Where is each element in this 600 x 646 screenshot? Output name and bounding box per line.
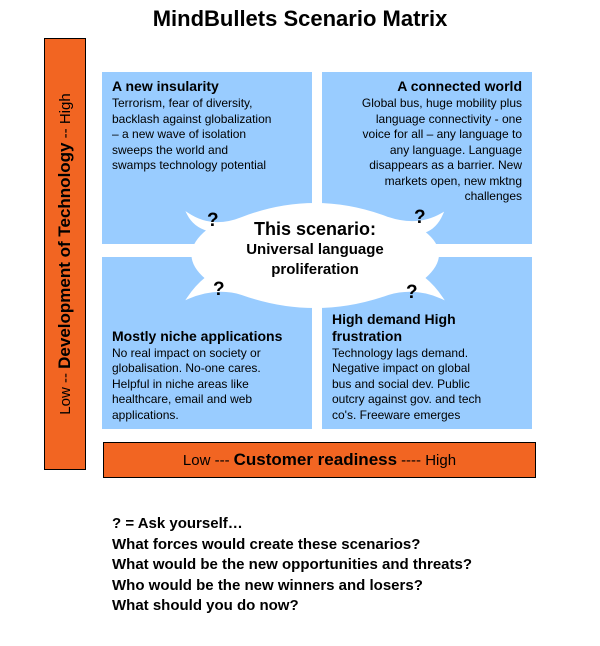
quadrant-heading: A connected world — [397, 78, 522, 94]
question-item: What forces would create these scenarios… — [112, 535, 421, 553]
page-title: MindBullets Scenario Matrix — [152, 6, 448, 31]
quadrant-line: markets open, new mktng — [384, 173, 522, 188]
quadrant-body: No real impact on society or globalisati… — [112, 346, 302, 424]
question-mark-icon: ? — [213, 279, 225, 300]
customer-readiness-axis-bar: Low ---Customer readiness---- High — [103, 442, 536, 478]
quadrant-line: challenges — [464, 189, 522, 203]
quadrant-top-left: A new insularity Terrorism, fear of dive… — [102, 72, 312, 244]
technology-axis-title: Development of Technology — [55, 142, 74, 369]
quadrant-line: healthcare, email and web — [112, 392, 253, 406]
quadrant-line: language connectivity - one — [375, 111, 522, 126]
scenario-cloud-shape — [185, 203, 445, 308]
quadrant-line: globalisation. No-one cares. — [112, 361, 261, 375]
quadrant-body: Technology lags demand. Negative impact … — [332, 346, 522, 424]
technology-axis-high: High — [57, 93, 74, 125]
quadrant-line: backlash against globalization — [112, 111, 272, 126]
quadrant-line: Negative impact on global — [332, 361, 471, 375]
customer-axis-title: Customer readiness — [233, 450, 398, 469]
scenario-label: This scenario: Universal language prolif… — [178, 218, 452, 280]
quadrant-heading: A new insularity — [112, 78, 219, 94]
quadrant-line: applications. — [112, 407, 179, 422]
quadrant-heading: High demand High frustration — [332, 311, 522, 345]
reflection-questions: ? = Ask yourself… What forces would crea… — [112, 514, 472, 617]
quadrant-line: any language. Language — [389, 142, 522, 157]
quadrant-line: Global bus, huge mobility plus — [361, 96, 522, 110]
technology-axis-low: Low — [57, 387, 74, 415]
customer-axis-low: Low — [182, 451, 211, 469]
quadrant-line: voice for all – any language to — [362, 127, 522, 141]
question-item: Who would be the new winners and losers? — [112, 576, 423, 594]
quadrant-line: – a new wave of isolation — [112, 127, 247, 141]
quadrant-heading-line: frustration — [332, 327, 402, 344]
quadrant-heading: Mostly niche applications — [112, 327, 283, 344]
question-mark-icon: ? — [406, 282, 418, 303]
quadrant-body: Terrorism, fear of diversity, backlash a… — [112, 96, 302, 174]
quadrant-line: disappears as a barrier. New — [369, 158, 522, 172]
quadrant-line: swamps technology potential — [112, 158, 267, 172]
customer-axis-high: High — [425, 451, 457, 469]
quadrant-heading-line: High demand High — [332, 310, 456, 327]
quadrant-line: Technology lags demand. — [332, 345, 469, 360]
question-mark-icon: ? — [207, 210, 219, 231]
quadrant-line: Helpful in niche areas like — [112, 376, 249, 391]
quadrant-line: bus and social dev. Public — [332, 376, 470, 391]
scenario-name-line2: proliferation — [271, 261, 359, 278]
quadrant-line: co's. Freeware emerges — [332, 407, 461, 422]
technology-axis-bar: Low -- Development of Technology -- High — [44, 38, 86, 470]
quadrant-line: No real impact on society or — [112, 345, 261, 360]
scenario-title: This scenario: — [253, 219, 377, 239]
quadrant-line: Terrorism, fear of diversity, — [112, 96, 253, 110]
question-item: What would be the new opportunities and … — [112, 556, 472, 573]
question-legend: ? = Ask yourself… — [112, 515, 243, 532]
quadrant-line: sweeps the world and — [112, 142, 229, 157]
question-item: What should you do now? — [112, 597, 299, 614]
technology-axis-label: Low -- Development of Technology -- High — [55, 93, 74, 415]
quadrant-body: Global bus, huge mobility plus language … — [332, 96, 522, 205]
scenario-name-line1: Universal language — [246, 241, 384, 258]
question-mark-icon: ? — [414, 207, 426, 228]
quadrant-line: outcry against gov. and tech — [332, 392, 482, 406]
